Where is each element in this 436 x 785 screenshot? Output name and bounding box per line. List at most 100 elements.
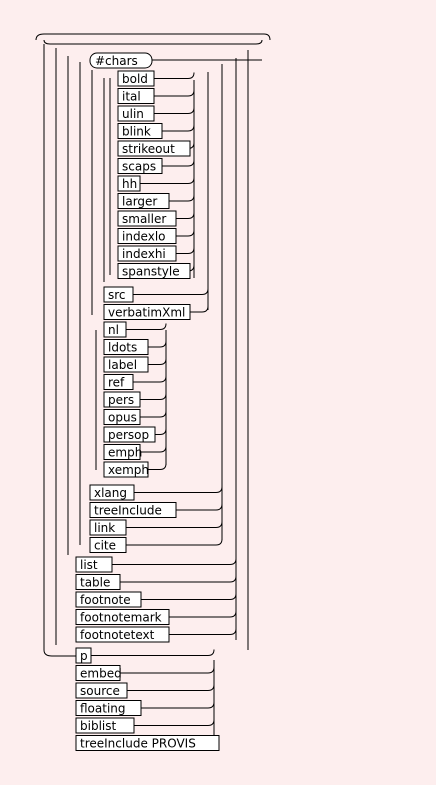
token-box (75, 626, 170, 643)
token-box (117, 228, 177, 244)
token-label: link (94, 521, 115, 535)
token-emph: emph (103, 444, 142, 460)
token-spanstyle: spanstyle (117, 263, 191, 279)
token-larger: larger (117, 193, 170, 209)
token-label: cite (94, 539, 116, 553)
token-label: bold (122, 72, 148, 86)
token-label: smaller (122, 212, 166, 226)
token-label: #chars (95, 54, 138, 68)
token-label: xlang (94, 486, 127, 500)
token-treeinclude-provis: treeInclude PROVIS (75, 735, 220, 751)
token-list: list (75, 556, 113, 573)
token-group: #charsbolditalulinblinkstrikeoutscapshhl… (75, 52, 220, 751)
token-indexhi: indexhi (117, 245, 177, 262)
token-box (103, 356, 149, 373)
token-label: treeInclude PROVIS (80, 737, 196, 751)
token-footnote: footnote (75, 591, 142, 608)
token-box (89, 484, 135, 501)
token-pers: pers (103, 391, 141, 408)
token-table: table (75, 574, 121, 590)
token-box (75, 717, 135, 734)
token-label: scaps (122, 160, 156, 174)
token-label: opus (108, 411, 137, 425)
token-label: treeInclude (94, 504, 162, 518)
token-floating: floating (75, 700, 142, 716)
token-label: source (80, 684, 120, 698)
token-box (75, 574, 121, 590)
token-indexlo: indexlo (117, 228, 177, 244)
token-label: ital (122, 90, 141, 104)
token-footnotemark: footnotemark (75, 609, 170, 625)
token-box (103, 286, 134, 303)
token-box (117, 245, 177, 262)
token-box (89, 52, 153, 69)
token-label: verbatimXml (108, 306, 185, 320)
token-label: src (108, 288, 126, 302)
token-label: footnotetext (80, 628, 155, 642)
token-box (75, 735, 220, 751)
token-label: ldots (108, 341, 137, 355)
token-box (103, 391, 141, 408)
token-label: biblist (80, 719, 116, 733)
token-box (103, 304, 191, 320)
token-box (103, 374, 134, 390)
token-label: xemph (108, 463, 149, 477)
token-box (117, 193, 170, 209)
token-box (117, 88, 155, 104)
token-embed: embed (75, 665, 122, 681)
token-opus: opus (103, 409, 141, 425)
token-ulin: ulin (117, 105, 155, 122)
token-ital: ital (117, 88, 155, 104)
token-chars: #chars (89, 52, 153, 69)
token-box (75, 609, 170, 625)
token-box (89, 502, 177, 518)
token-label: footnote (80, 593, 131, 607)
token-ref: ref (103, 374, 134, 390)
token-label: indexlo (122, 230, 166, 244)
token-label: emph (108, 446, 142, 460)
token-label: hh (122, 177, 137, 191)
token-label: embed (80, 667, 122, 681)
token-label: label (103, 356, 149, 373)
token-treeinclude: treeInclude (89, 502, 177, 518)
token-smaller: smaller (117, 210, 177, 227)
token-box (117, 105, 155, 122)
token-label: ulin (122, 107, 144, 121)
token-box (75, 647, 92, 664)
token-xemph: xemph (103, 461, 149, 478)
token-persop: persop (103, 426, 156, 443)
token-bold: bold (117, 70, 155, 87)
token-box (117, 123, 163, 139)
token-label: spanstyle (122, 265, 180, 279)
token-strikeout: strikeout (117, 140, 191, 157)
token-label: floating (80, 702, 126, 716)
token-box (117, 263, 191, 279)
token-box (75, 682, 128, 699)
token-nl: nl (103, 321, 127, 338)
token-label: p (80, 649, 88, 663)
token-box (75, 591, 142, 608)
top-rail (35, 33, 271, 41)
token-label: label (108, 358, 137, 372)
token-box (117, 175, 141, 192)
token-hh: hh (117, 175, 141, 192)
token-box (89, 519, 127, 536)
token-box (117, 210, 177, 227)
token-label: nl (108, 323, 119, 337)
branch-connectors (91, 59, 262, 744)
token-link: link (89, 519, 127, 536)
token-label: list (80, 558, 98, 572)
top-rail-inner (43, 39, 263, 45)
token-label: table (80, 576, 110, 590)
token-box (75, 700, 142, 716)
token-cite: cite (89, 537, 127, 553)
token-box (103, 461, 149, 478)
token-box (117, 70, 155, 87)
token-box (103, 409, 141, 425)
token-scaps: scaps (117, 158, 163, 174)
token-box (75, 665, 121, 681)
token-label: indexhi (122, 247, 166, 261)
token-box (75, 556, 113, 573)
token-box (103, 426, 156, 443)
token-box (117, 140, 191, 157)
